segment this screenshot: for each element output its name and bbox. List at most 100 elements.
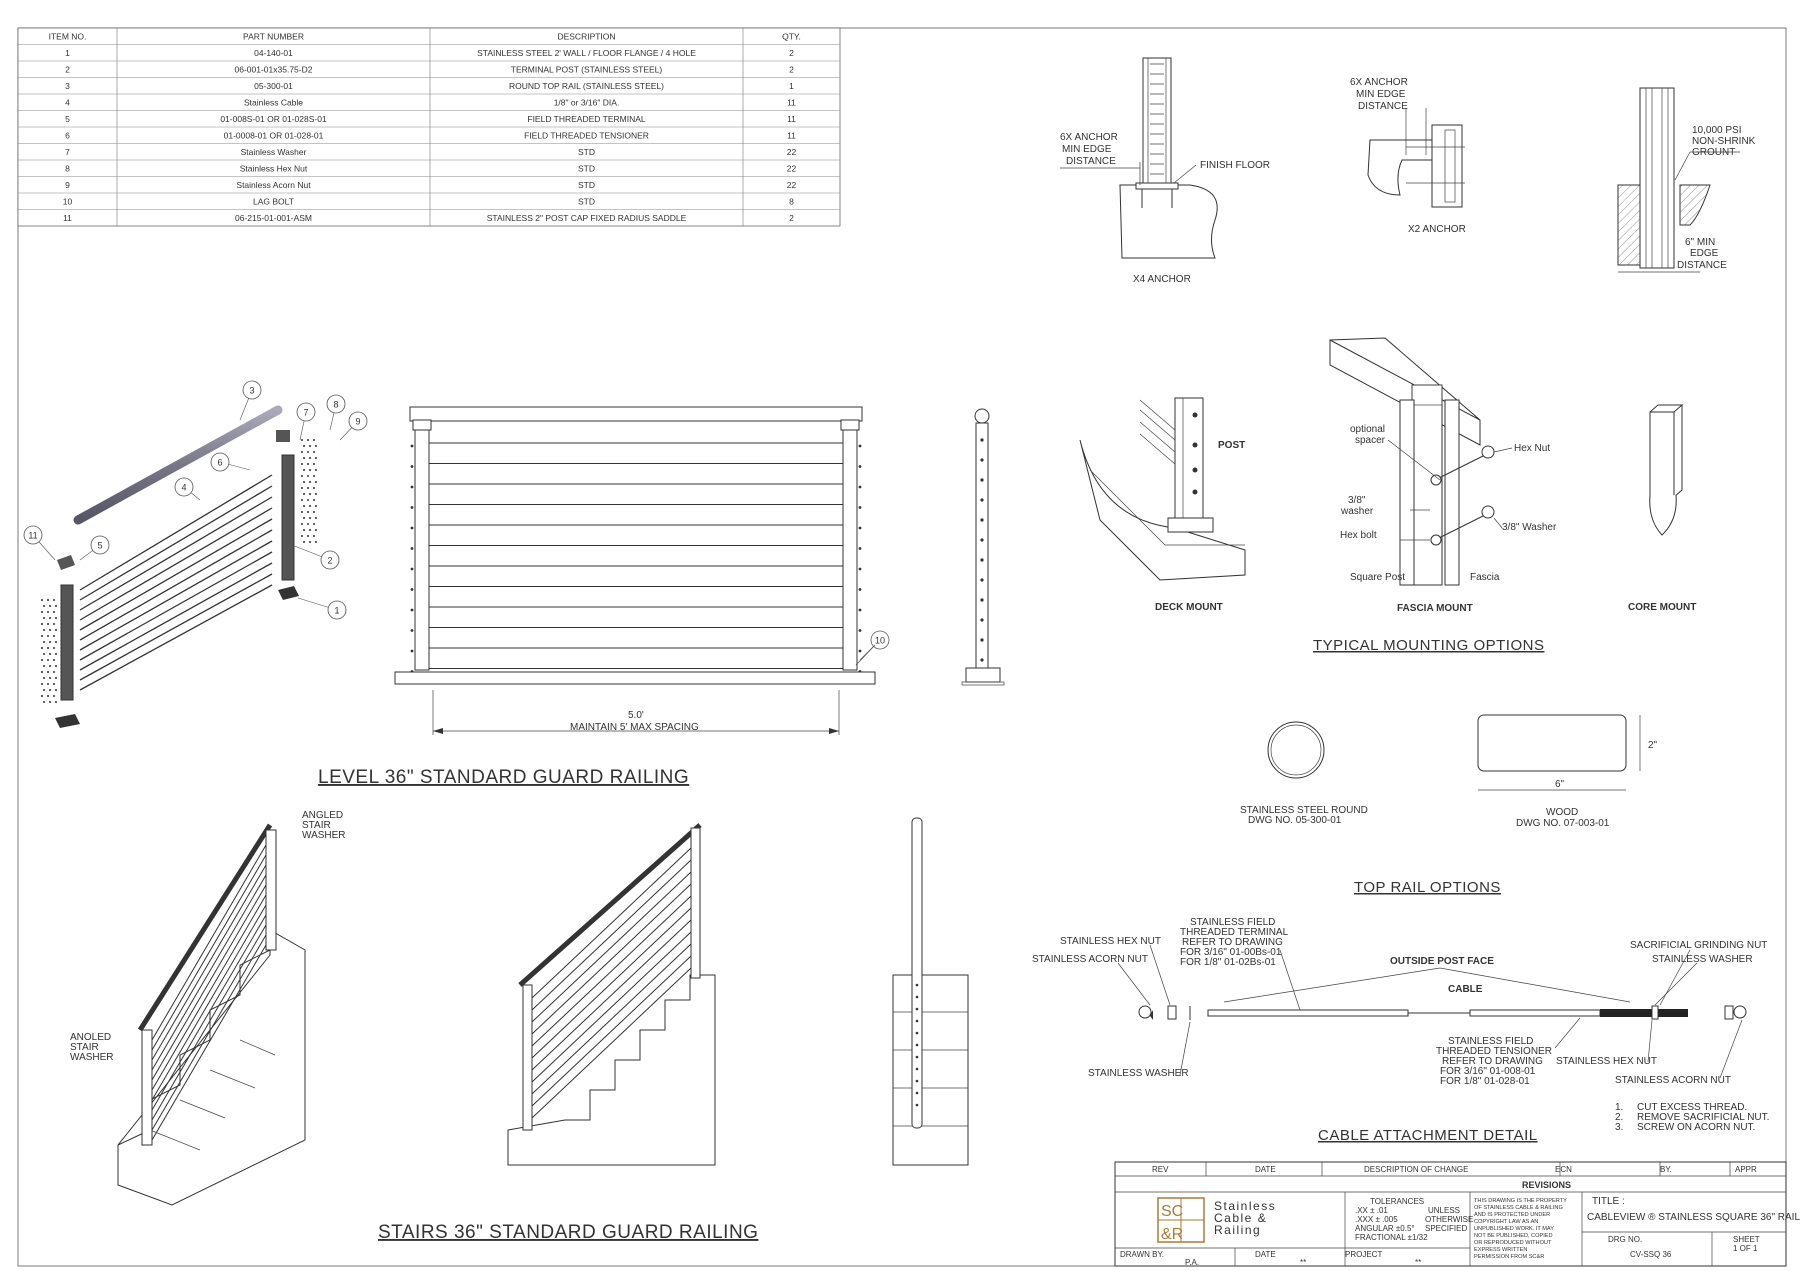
tol-xxx: .XXX ± .005 <box>1355 1215 1398 1224</box>
terminal-label-3: REFER TO DRAWING <box>1182 937 1283 948</box>
step-1-num: 1. <box>1615 1102 1623 1113</box>
level-dim-note: MAINTAIN 5' MAX SPACING <box>570 722 699 733</box>
cable-attachment-detail: STAINLESS HEX NUT STAINLESS ACORN NUT ST… <box>1032 917 1769 1133</box>
grout-label-3: GROUNT <box>1692 147 1735 158</box>
level-railing-elevation: 5.0' MAINTAIN 5' MAX SPACING <box>394 406 876 735</box>
x4-anchor-detail: 6X ANCHOR MIN EDGE DISTANCE FINISH FLOOR… <box>1060 57 1270 285</box>
item-balloon: 8 <box>333 400 338 410</box>
anoled-washer-label-2: STAIR <box>70 1042 99 1053</box>
round-rail-label-1: STAINLESS STEEL ROUND <box>1240 805 1368 816</box>
x4-edge-label-3: DISTANCE <box>1066 156 1116 167</box>
title-block: REV DATE DESCRIPTION OF CHANGE ECN BY. A… <box>1114 1161 1800 1267</box>
deck-mount-detail: POST DECK MOUNT <box>1079 397 1246 613</box>
bom-cell: 11 <box>787 114 796 124</box>
bom-cell: 2 <box>789 213 794 223</box>
stairs-left-view: ANGLED STAIR WASHER ANOLED STAIR WASHER <box>70 810 346 1206</box>
angled-washer-label-3: WASHER <box>302 830 346 841</box>
terminal-label-1: STAINLESS FIELD <box>1190 917 1275 928</box>
fascia-square-post-label: Square Post <box>1350 572 1405 583</box>
fascia-mount-caption: FASCIA MOUNT <box>1397 603 1473 614</box>
top-rail-options: STAINLESS STEEL ROUND DWG NO. 05-300-01 … <box>1240 714 1658 829</box>
tensioner-label-1: STAINLESS FIELD <box>1448 1036 1533 1047</box>
date-value: ** <box>1300 1258 1306 1267</box>
tensioner-label-3: REFER TO DRAWING <box>1442 1056 1543 1067</box>
date-label: DATE <box>1255 1250 1276 1259</box>
hex-nut-right-label: STAINLESS HEX NUT <box>1556 1056 1657 1067</box>
terminal-label-5: FOR 1/8" 01-02Bs-01 <box>1180 957 1276 968</box>
tol-otherwise: OTHERWISE <box>1425 1215 1473 1224</box>
tol-specified: SPECIFIED <box>1425 1224 1467 1233</box>
wood-dim-width: 6" <box>1555 779 1565 790</box>
logo-r: &R <box>1161 1226 1183 1243</box>
title-label: TITLE : <box>1592 1196 1625 1207</box>
bom-cell: STD <box>578 180 595 190</box>
anoled-washer-label-1: ANOLED <box>70 1032 111 1043</box>
core-edge-label-1: 6" MIN <box>1685 237 1715 248</box>
stairs-railing-title: STAIRS 36" STANDARD GUARD RAILING <box>378 1222 758 1243</box>
fascia-mount-detail: optional spacer Hex Nut 3/8" washer 3/8"… <box>1329 337 1557 614</box>
x2-edge-label-1: 6X ANCHOR <box>1350 77 1408 88</box>
property-note-line: PERMISSION FROM SC&R <box>1474 1254 1544 1260</box>
x4-anchor-caption: X4 ANCHOR <box>1133 274 1191 285</box>
x4-edge-label-2: MIN EDGE <box>1062 144 1112 155</box>
core-edge-label-2: EDGE <box>1690 248 1719 259</box>
core-mount-caption: CORE MOUNT <box>1628 602 1696 613</box>
rev-header-by: BY. <box>1660 1165 1672 1174</box>
fascia-hex-bolt-label: Hex bolt <box>1340 530 1377 541</box>
bom-cell: LAG BOLT <box>253 197 294 207</box>
level-railing-title: LEVEL 36" STANDARD GUARD RAILING <box>318 767 689 788</box>
angled-washer-label-1: ANGLED <box>302 810 343 821</box>
top-rail-options-title: TOP RAIL OPTIONS <box>1354 879 1501 896</box>
fascia-washer-left-1: 3/8" <box>1348 495 1366 506</box>
bom-cell: STAINLESS STEEL 2' WALL / FLOOR FLANGE /… <box>477 48 696 58</box>
item-balloon: 11 <box>28 531 37 541</box>
x4-edge-label-1: 6X ANCHOR <box>1060 132 1118 143</box>
bom-cell: 3 <box>65 81 70 91</box>
grout-label-1: 10,000 PSI <box>1692 125 1741 136</box>
tol-fractional: FRACTIONAL ±1/32 <box>1355 1233 1428 1242</box>
core-mount-detail: CORE MOUNT <box>1628 404 1696 613</box>
property-note-line: EXPRESS WRITTEN <box>1474 1247 1527 1253</box>
sheet-border <box>17 27 1787 1267</box>
bom-cell: STD <box>578 197 595 207</box>
bom-cell: 7 <box>65 147 70 157</box>
bom-cell: 5 <box>65 114 70 124</box>
tol-xx: .XX ± .01 <box>1355 1206 1388 1215</box>
item-balloon: 5 <box>97 541 102 551</box>
bom-cell: 9 <box>65 180 70 190</box>
bom-cell: 01-008S-01 OR 01-028S-01 <box>220 114 327 124</box>
round-rail-label-2: DWG NO. 05-300-01 <box>1248 815 1342 826</box>
bom-cell: 22 <box>787 164 797 174</box>
bom-cell: 06-001-01x35.75-D2 <box>235 65 313 75</box>
stairs-side-view <box>892 817 969 1166</box>
tensioner-label-2: THREADED TENSIONER <box>1436 1046 1552 1057</box>
property-note-line: AND IS PROTECTED UNDER <box>1474 1212 1550 1218</box>
step-2-num: 2. <box>1615 1112 1623 1123</box>
terminal-label-2: THREADED TERMINAL <box>1180 927 1289 938</box>
bom-cell: 22 <box>787 147 797 157</box>
fascia-hex-nut-label: Hex Nut <box>1514 443 1550 454</box>
level-side-view <box>961 408 1005 686</box>
drg-no-value: CV-SSQ 36 <box>1630 1250 1672 1259</box>
acorn-nut-right-label: STAINLESS ACORN NUT <box>1615 1075 1731 1086</box>
wood-rail-label-1: WOOD <box>1546 807 1578 818</box>
angled-washer-label-2: STAIR <box>302 820 331 831</box>
deck-mount-caption: DECK MOUNT <box>1155 602 1223 613</box>
property-note-line: OR REPRODUCED WITHOUT <box>1474 1240 1552 1246</box>
bom-cell: 11 <box>787 98 796 108</box>
bom-cell: 01-0008-01 OR 01-028-01 <box>224 131 324 141</box>
grinding-nut-label: SACRIFICIAL GRINDING NUT <box>1630 940 1767 951</box>
outside-post-face-label: OUTSIDE POST FACE <box>1390 956 1494 967</box>
bom-cell: FIELD THREADED TERMINAL <box>527 114 646 124</box>
core-edge-label-3: DISTANCE <box>1677 260 1727 271</box>
bom-cell: 1 <box>65 48 70 58</box>
bom-cell: STD <box>578 164 595 174</box>
item-balloon: 7 <box>303 408 308 418</box>
rev-header-date: DATE <box>1255 1165 1276 1174</box>
fascia-washer-left-2: washer <box>1340 506 1374 517</box>
bom-cell: 4 <box>65 98 70 108</box>
property-note-line: COPYRIGHT LAW AS AN <box>1474 1219 1538 1225</box>
drawn-by-value: P.A. <box>1185 1258 1199 1267</box>
